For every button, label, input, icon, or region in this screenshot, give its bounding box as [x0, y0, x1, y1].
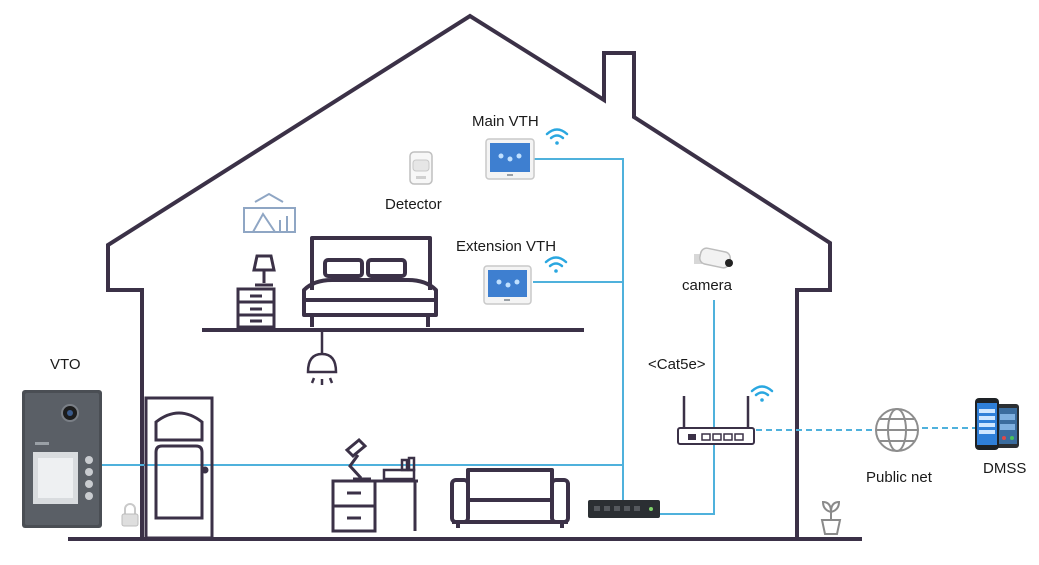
camera-device [694, 247, 733, 269]
main-vth-label: Main VTH [472, 113, 539, 130]
vto-label: VTO [50, 356, 81, 373]
globe-icon [875, 408, 919, 452]
bed [302, 236, 438, 327]
dmss-label: DMSS [983, 460, 1026, 477]
lock-icon [121, 503, 139, 527]
cable-router-switch [660, 434, 715, 515]
nightstand [236, 287, 276, 329]
extension-vth-label: Extension VTH [456, 238, 556, 255]
detector-device [409, 151, 433, 185]
camera-label: camera [682, 277, 733, 294]
sofa [450, 468, 570, 528]
phone-icon [975, 398, 1019, 450]
books [382, 456, 416, 481]
detector-label: Detector [385, 196, 442, 213]
plant-icon [820, 500, 842, 535]
vto-device [22, 390, 102, 528]
door [144, 396, 214, 540]
router-device [677, 396, 755, 445]
desk [331, 479, 418, 533]
cat5e-label: <Cat5e> [648, 356, 706, 373]
network-switch [588, 500, 660, 518]
wifi-icon [750, 385, 774, 402]
table-lamp [252, 254, 276, 287]
cables [98, 158, 978, 515]
picture-frame [243, 192, 296, 233]
house-outline [106, 13, 832, 540]
extension-vth-monitor [483, 265, 532, 305]
wifi-icon [544, 256, 568, 273]
wifi-icon [545, 128, 569, 145]
cable-main-vth [533, 158, 624, 508]
main-vth-monitor [485, 138, 535, 180]
public-net-label: Public net [866, 469, 933, 486]
ceiling-light [306, 332, 338, 385]
desk-lamp [344, 437, 371, 481]
